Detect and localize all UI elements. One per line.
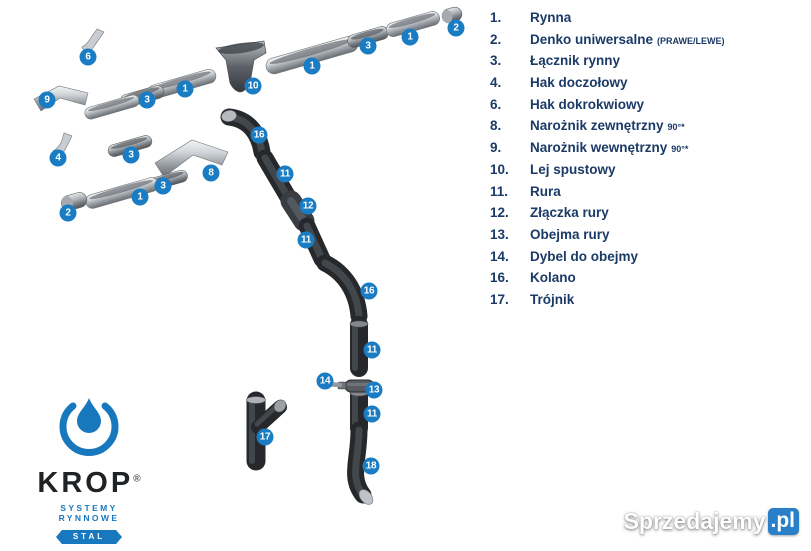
legend-item-number: 6.	[490, 96, 502, 112]
legend-item-number: 2.	[490, 31, 502, 47]
brand-logo: KROP® SYSTEMY RYNNOWE STAL	[36, 388, 142, 544]
legend-item: 2. Denko uniwersalne(PRAWE/LEWE)	[490, 32, 800, 54]
legend-item-label: Narożnik zewnętrzny	[530, 118, 664, 134]
legend-item: 1. Rynna	[490, 10, 800, 32]
part-badge: 9	[38, 91, 56, 109]
legend-item-label: Narożnik wewnętrzny	[530, 140, 668, 156]
part-badge: 10	[244, 77, 262, 95]
legend-item-number: 8.	[490, 118, 502, 134]
legend-item-number: 13.	[490, 226, 509, 242]
legend-item: 11. Rura	[490, 184, 800, 206]
legend-item-label: Hak doczołowy	[530, 75, 628, 91]
part-badge: 12	[299, 197, 317, 215]
logo-ribbon-stal: STAL	[56, 530, 122, 544]
part-badge: 4	[49, 149, 67, 167]
legend-item-label: Złączka rury	[530, 205, 609, 221]
part-badge: 1	[176, 80, 194, 98]
watermark-name: Sprzedajemy	[623, 508, 766, 534]
legend-item: 10. Lej spustowy	[490, 162, 800, 184]
legend-item-number: 9.	[490, 140, 502, 156]
pipe-opening	[221, 110, 237, 122]
legend-item-suffix: 90°*	[667, 122, 685, 133]
legend-item: 6. Hak dokrokwiowy	[490, 97, 800, 119]
legend-item-label: Hak dokrokwiowy	[530, 96, 645, 112]
legend-item-number: 1.	[490, 10, 502, 25]
legend-item: 14. Dybel do obejmy	[490, 249, 800, 271]
legend-item-number: 16.	[490, 270, 509, 286]
tee-top-opening	[246, 396, 266, 404]
part-badge: 1	[401, 28, 419, 46]
logo-subtitle: SYSTEMY RYNNOWE	[58, 503, 120, 523]
gutter-1	[85, 177, 159, 209]
gutter-piece	[84, 94, 140, 120]
part-badge: 2	[447, 19, 465, 37]
part-badge: 3	[122, 146, 140, 164]
legend-item-label: Lej spustowy	[530, 161, 616, 177]
watermark: Sprzedajemy .pl	[624, 508, 799, 535]
part-badge: 1	[131, 188, 149, 206]
part-badge: 11	[297, 231, 315, 249]
part-badge: 11	[276, 165, 294, 183]
part-badge: 14	[316, 372, 334, 390]
part-badge: 3	[154, 177, 172, 195]
legend-item-label: Obejma rury	[530, 226, 610, 242]
part-badge: 8	[202, 164, 220, 182]
part-badge: 13	[365, 381, 383, 399]
part-badge: 16	[360, 282, 378, 300]
part-badge: 11	[363, 405, 381, 423]
part-badge: 1	[303, 57, 321, 75]
legend-item: 17. Trójnik	[490, 292, 800, 314]
legend-item-suffix: (PRAWE/LEWE)	[657, 35, 725, 46]
legend-item-label: Denko uniwersalne	[530, 31, 654, 47]
legend-item-number: 12.	[490, 205, 509, 221]
watermark-tld: .pl	[767, 508, 799, 535]
legend-item: 13. Obejma rury	[490, 227, 800, 249]
legend-item: 4. Hak doczołowy	[490, 75, 800, 97]
legend-item-label: Trójnik	[530, 291, 575, 307]
part-badge: 16	[250, 126, 268, 144]
part-badge: 6	[79, 48, 97, 66]
legend-item: 16. Kolano	[490, 270, 800, 292]
part-badge: 11	[363, 341, 381, 359]
part-badge: 17	[256, 428, 274, 446]
legend-item-number: 3.	[490, 53, 502, 69]
logo-name: KROP®	[37, 467, 141, 499]
legend-item-number: 4.	[490, 75, 502, 91]
legend-list: 1. Rynna 2. Denko uniwersalne(PRAWE/LEWE) 3.…	[490, 10, 800, 314]
legend-item-number: 10.	[490, 161, 509, 177]
part-badge: 2	[59, 204, 77, 222]
legend-item-number: 11.	[490, 183, 509, 199]
legend-item-label: Rynna	[530, 10, 572, 25]
legend-item: 12. Złączka rury	[490, 205, 800, 227]
legend-item-label: Dybel do obejmy	[530, 248, 639, 264]
registered-mark: ®	[133, 473, 141, 485]
tee-branch-opening	[273, 399, 287, 413]
part-badge: 18	[362, 457, 380, 475]
part-badge: 3	[138, 91, 156, 109]
legend-item-number: 17.	[490, 291, 509, 307]
legend-item-number: 14.	[490, 248, 509, 264]
legend: 1. Rynna 2. Denko uniwersalne(PRAWE/LEWE) 3.…	[490, 10, 800, 314]
legend-item-label: Łącznik rynny	[530, 53, 621, 69]
downpipe-assembly	[220, 108, 374, 505]
legend-item-label: Rura	[530, 183, 561, 199]
legend-item-suffix: 90°*	[671, 144, 689, 155]
part-badge: 3	[359, 37, 377, 55]
water-drop-icon	[59, 398, 119, 456]
legend-item-label: Kolano	[530, 270, 576, 286]
legend-item: 3. Łącznik rynny	[490, 53, 800, 75]
